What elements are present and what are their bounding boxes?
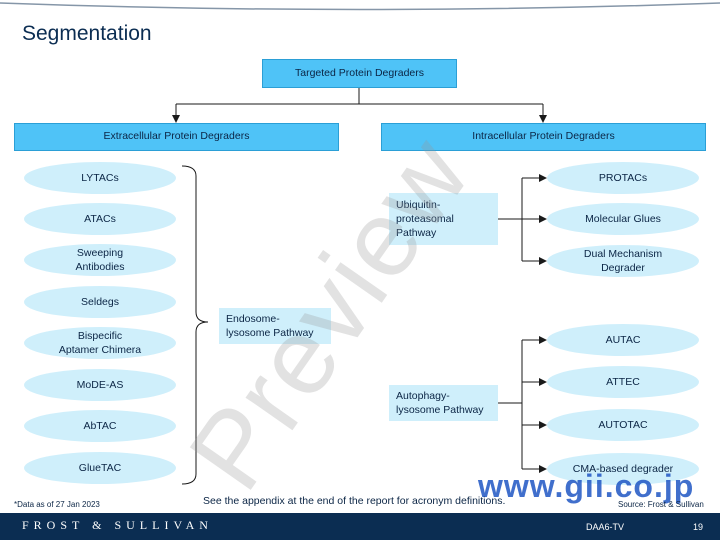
- intracellular-item: Molecular Glues: [547, 203, 699, 235]
- extracellular-item: AbTAC: [24, 410, 176, 442]
- intracellular-item: Dual Mechanism Degrader: [547, 245, 699, 277]
- intracellular-item: PROTACs: [547, 162, 699, 194]
- extracellular-item: Seldegs: [24, 286, 176, 318]
- intracellular-item: AUTAC: [547, 324, 699, 356]
- appendix-note: See the appendix at the end of the repor…: [203, 495, 506, 507]
- extracellular-item: Bispecific Aptamer Chimera: [24, 327, 176, 359]
- root-node: Targeted Protein Degraders: [262, 59, 457, 88]
- endosome-lysosome-pathway: Endosome- lysosome Pathway: [219, 308, 331, 344]
- autophagy-lysosome-pathway: Autophagy- lysosome Pathway: [389, 385, 498, 421]
- intracellular-item: ATTEC: [547, 366, 699, 398]
- ubiquitin-proteasomal-pathway: Ubiquitin- proteasomal Pathway: [389, 193, 498, 245]
- extracellular-item: MoDE-AS: [24, 369, 176, 401]
- intracellular-item: CMA-based degrader: [547, 453, 699, 485]
- page-title: Segmentation: [22, 22, 152, 45]
- extracellular-item: Sweeping Antibodies: [24, 244, 176, 276]
- intracellular-header: Intracellular Protein Degraders: [381, 123, 706, 151]
- site-watermark: www.gii.co.jp: [478, 468, 695, 504]
- footer-bar: [0, 513, 720, 540]
- extracellular-item: LYTACs: [24, 162, 176, 194]
- intracellular-item: AUTOTAC: [547, 409, 699, 441]
- brand-logo: FROST & SULLIVAN: [22, 518, 213, 532]
- extracellular-header: Extracellular Protein Degraders: [14, 123, 339, 151]
- top-accent-line: [0, 0, 720, 14]
- source-note: Source: Frost & Sullivan: [618, 500, 704, 509]
- extracellular-item: GlueTAC: [24, 452, 176, 484]
- document-code: DAA6-TV: [586, 522, 625, 532]
- page-number: 19: [693, 522, 704, 532]
- data-date-note: *Data as of 27 Jan 2023: [14, 500, 100, 509]
- extracellular-item: ATACs: [24, 203, 176, 235]
